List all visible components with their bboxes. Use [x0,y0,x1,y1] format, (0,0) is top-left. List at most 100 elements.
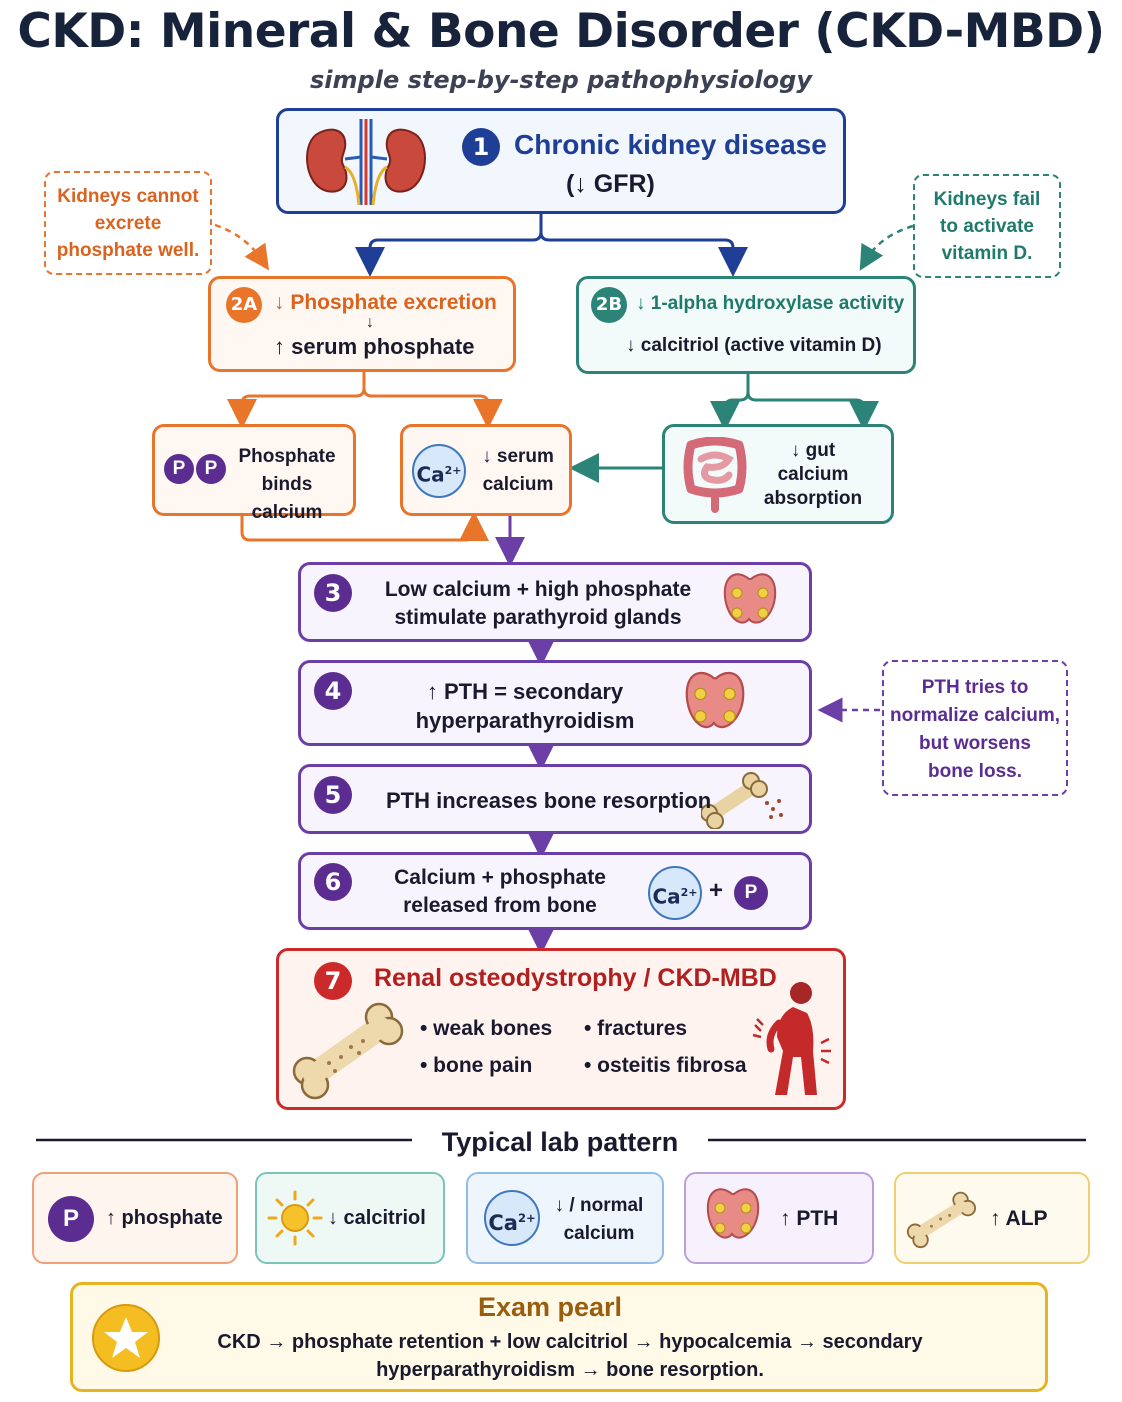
step7-badge: 7 [314,962,352,1000]
lab-pth-label: ↑ PTH [780,1207,839,1230]
intestine-icon [683,437,747,513]
exam-pearl-line2: hyperparathyroidism → bone resorption. [376,1359,764,1381]
lab-pth [684,1172,874,1264]
gut-text: ↓ gut calcium absorption [750,439,876,511]
step6-box [298,852,812,930]
step4-box [298,660,812,746]
page-title: CKD: Mineral & Bone Disorder (CKD-MBD) [17,4,1105,59]
phosphate-icon: P [196,454,226,484]
lab-calcium-line1: ↓ / normal [554,1195,644,1216]
bone-dust-icon [701,772,783,829]
star-icon [92,1304,160,1372]
parathyroid-icon [685,672,745,729]
calcium-symbol: Ca [488,1211,518,1235]
step1-box [276,108,846,214]
binds-text: Phosphate binds calcium [228,443,346,527]
note-left-line2: excrete [94,213,162,234]
serum-calcium-line1: ↓ serum [482,446,554,467]
note-pth-line1: PTH tries to [921,677,1029,698]
step3-badge: 3 [314,574,352,612]
note-right-line1: Kidneys fail [933,189,1041,210]
lab-calcium-line2: calcium [563,1223,635,1244]
exam-pearl-box [70,1282,1048,1392]
phosphate-icon: P [164,454,194,484]
step2a-arrow: ↓ [366,314,374,331]
step5-badge: 5 [314,776,352,814]
step4-line2: hyperparathyroidism [415,708,635,733]
bone-icon [906,1191,976,1249]
step1-badge: 1 [462,128,500,166]
calcium-symbol: Ca [652,884,681,909]
step2a-badge: 2A [226,287,262,323]
lab-calcitriol [255,1172,445,1264]
step4-text: ↑ PTH = secondary hyperparathyroidism [370,677,680,735]
step7-box [276,948,846,1110]
exam-pearl-line1: CKD → phosphate retention + low calcitri… [217,1331,923,1353]
step3-box [298,562,812,642]
step7-bullet-weak-bones: • weak bones [420,1017,553,1040]
person-back-pain-icon [752,982,831,1095]
step7-bullet-fractures: • fractures [584,1017,688,1040]
parathyroid-icon [706,1188,760,1239]
note-pth-line2: normalize calcium, [889,705,1060,726]
step2a-line1: ↓ Phosphate excretion [274,291,497,314]
kidneys-icon [306,119,426,206]
serum-calcium-line2: calcium [482,474,554,495]
step2a-box [208,276,516,372]
labs-title: Typical lab pattern [441,1127,679,1157]
step3-text: Low calcium + high phosphate stimulate p… [370,576,706,632]
calcium-ion-icon: Ca2+ [484,1190,540,1246]
lab-alp-label: ↑ ALP [990,1207,1048,1230]
plus-sign: + [709,877,724,904]
step2b-line1: ↓ 1-alpha hydroxylase activity [636,293,905,314]
binds-line2: binds calcium [251,474,323,523]
bone-icon [292,1002,404,1100]
lab-alp [894,1172,1090,1264]
step6-line1: Calcium + phosphate [394,866,606,889]
step6-text: Calcium + phosphate released from bone [380,864,620,920]
page-subtitle: simple step-by-step pathophysiology [310,66,812,94]
step7-bullet-osteitis: • osteitis fibrosa [584,1054,747,1077]
phosphate-symbol: P [48,1196,94,1242]
step3-line2: stimulate parathyroid glands [394,606,682,629]
binds-line1: Phosphate [238,446,336,467]
note-pth-line4: bone loss. [928,761,1022,782]
note-kidneys-vitd: Kidneys fail to activate vitamin D. [913,174,1061,278]
note-pth: PTH tries to normalize calcium, but wors… [882,660,1068,796]
calcium-charge: 2+ [444,464,462,477]
exam-pearl-title: Exam pearl [477,1292,623,1322]
step2b-line2: ↓ calcitriol (active vitamin D) [626,335,882,356]
step6-badge: 6 [314,863,352,901]
step6-line2: released from bone [403,894,597,917]
step5-text: PTH increases bone resorption [386,788,712,813]
lab-calcitriol-label: ↓ calcitriol [328,1207,426,1229]
gut-line3: absorption [763,488,863,509]
exam-pearl-text: CKD → phosphate retention + low calcitri… [130,1328,1010,1384]
phosphate-icon: P [734,876,768,910]
calcium-ion-icon: Ca2+ [648,866,702,920]
step7-title: Renal osteodystrophy / CKD-MBD [374,964,777,992]
step1-subtitle: (↓ GFR) [566,170,655,198]
note-pth-line3: but worsens [919,733,1031,754]
step3-line1: Low calcium + high phosphate [384,578,692,601]
step1-title: Chronic kidney disease [514,129,827,160]
step4-line1: ↑ PTH = secondary [426,679,624,704]
step2b-badge: 2B [591,287,627,323]
note-kidneys-phosphate: Kidneys cannot excrete phosphate well. [44,171,212,275]
calcium-symbol: Ca [416,462,445,487]
step5-box [298,764,812,834]
gut-box [662,424,894,524]
calcium-ion-icon: Ca2+ [412,444,466,498]
calcium-charge: 2+ [517,1211,536,1225]
note-left-line1: Kidneys cannot [57,186,199,207]
calcium-charge: 2+ [680,886,698,899]
step4-badge: 4 [314,672,352,710]
serum-calcium-text: ↓ serum calcium [470,443,566,499]
phosphate-icon: P [48,1196,94,1242]
step7-bullet-bone-pain: • bone pain [420,1054,533,1077]
parathyroid-icon [723,573,777,624]
step2a-line2: ↑ serum phosphate [274,334,475,359]
note-right-line3: vitamin D. [941,243,1033,264]
note-left-line3: phosphate well. [56,240,200,261]
